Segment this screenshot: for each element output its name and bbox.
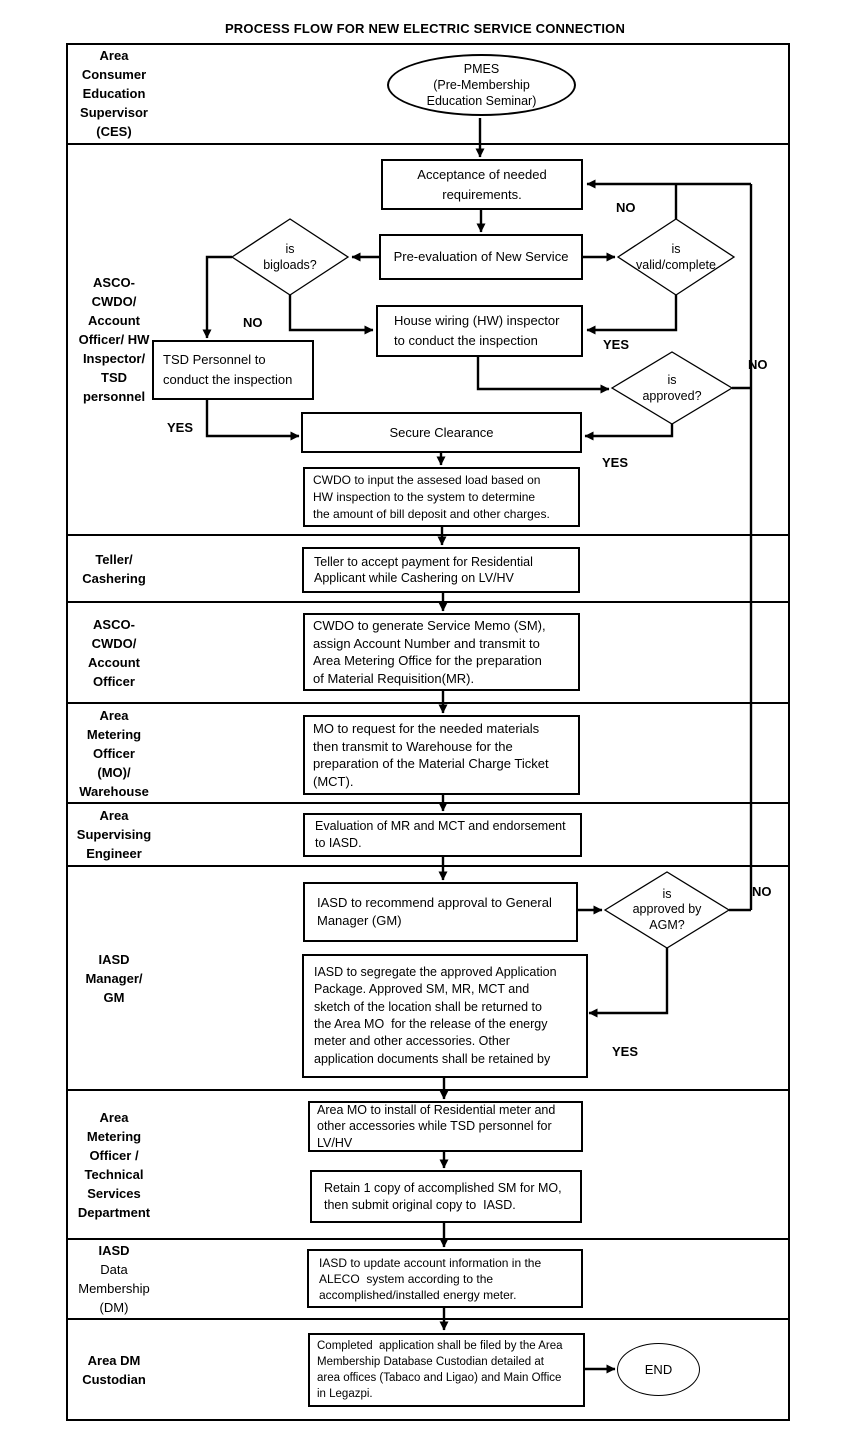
process-teller-accept-payment: Teller to accept payment for Residential…: [302, 547, 580, 593]
lane-label-asco-cwdo-account-officer: ASCO- CWDO/ Account Officer: [88, 616, 140, 689]
process-tsd-personnel-inspection: TSD Personnel to conduct the inspection: [152, 340, 314, 400]
lane-divider: [66, 802, 790, 804]
process-iasd-segregate-package: IASD to segregate the approved Applicati…: [302, 954, 588, 1078]
edge-label-approved-yes: YES: [602, 455, 629, 470]
process-pre-evaluation: Pre-evaluation of New Service: [379, 234, 583, 280]
lane-area-dm-custodian: Area DM Custodian: [66, 1319, 790, 1421]
terminator-end: END: [617, 1343, 700, 1396]
lane-label-teller-cashering: Teller/ Cashering: [82, 551, 146, 586]
lane-label-iasd-bold: IASD: [98, 1243, 130, 1258]
process-completed-application-filed: Completed application shall be filed by …: [308, 1333, 585, 1407]
lane-ces: Area Consumer Education Supervisor (CES): [66, 43, 790, 144]
edge-label-agm-no: NO: [752, 884, 772, 899]
edge-label-approved-no: NO: [748, 357, 768, 372]
edge-label-tsd-yes: YES: [167, 420, 194, 435]
page-title: PROCESS FLOW FOR NEW ELECTRIC SERVICE CO…: [224, 21, 626, 36]
process-area-mo-install-meter: Area MO to install of Residential meter …: [308, 1101, 583, 1152]
process-cwdo-input-assessed-load: CWDO to input the assesed load based on …: [303, 467, 580, 527]
lane-divider: [66, 534, 790, 536]
lane-area-supervising-engineer: Area Supervising Engineer: [66, 803, 790, 866]
lane-area-metering-tsd: Area Metering Officer / Technical Servic…: [66, 1090, 790, 1239]
edge-label-agm-yes: YES: [612, 1044, 639, 1059]
process-retain-copy-sm: Retain 1 copy of accomplished SM for MO,…: [310, 1170, 582, 1223]
lane-iasd-data-membership: IASD Data Membership (DM): [66, 1239, 790, 1319]
process-iasd-update-account: IASD to update account information in th…: [307, 1249, 583, 1308]
edge-label-bigloads-no: NO: [243, 315, 263, 330]
lane-label-area-metering-tsd: Area Metering Officer / Technical Servic…: [77, 1109, 151, 1220]
lane-asco-cwdo-inspector: ASCO- CWDO/ Account Officer/ HW Inspecto…: [66, 144, 790, 535]
process-evaluation-mr-mct: Evaluation of MR and MCT and endorsement…: [303, 813, 582, 857]
lane-asco-cwdo-account-officer: ASCO- CWDO/ Account Officer: [66, 602, 790, 703]
decision-is-approved-by-agm-label: is approved by AGM?: [632, 886, 702, 932]
lane-divider: [66, 865, 790, 867]
lane-teller-cashering: Teller/ Cashering: [66, 535, 790, 602]
lane-label-iasd-manager-gm: IASD Manager/ GM: [85, 951, 143, 1005]
swimlane-table-border: [66, 43, 790, 1421]
edge-label-valid-yes: YES: [603, 337, 630, 352]
process-secure-clearance: Secure Clearance: [301, 412, 582, 453]
terminator-pmes: PMES (Pre-Membership Education Seminar): [387, 54, 576, 116]
lane-label-area-dm-custodian: Area DM Custodian: [82, 1353, 146, 1387]
process-house-wiring-inspection: House wiring (HW) inspector to conduct t…: [376, 305, 583, 357]
lane-label-ces: Area Consumer Education Supervisor (CES): [80, 48, 148, 139]
lane-label-asco-cwdo-inspector: ASCO- CWDO/ Account Officer/ HW Inspecto…: [78, 275, 150, 404]
lane-divider: [66, 1238, 790, 1240]
process-iasd-recommend-approval: IASD to recommend approval to General Ma…: [303, 882, 578, 942]
lane-area-metering-warehouse: Area Metering Officer (MO)/ Warehouse: [66, 703, 790, 803]
lane-label-data-membership: Data Membership (DM): [78, 1262, 150, 1315]
lane-label-area-supervising-engineer: Area Supervising Engineer: [76, 808, 152, 861]
decision-is-valid-complete-label: is valid/complete: [636, 242, 716, 272]
lane-label-area-metering-warehouse: Area Metering Officer (MO)/ Warehouse: [79, 707, 149, 799]
edge-label-valid-no: NO: [616, 200, 636, 215]
lane-iasd-manager-gm: IASD Manager/ GM: [66, 866, 790, 1090]
lane-divider: [66, 1318, 790, 1320]
lane-divider: [66, 1089, 790, 1091]
lane-divider: [66, 143, 790, 145]
lane-label-iasd-data-membership: IASD Data Membership (DM): [66, 1241, 162, 1317]
lane-divider: [66, 601, 790, 603]
process-mo-request-materials: MO to request for the needed materials t…: [303, 715, 580, 795]
decision-is-bigloads-label: is bigloads?: [263, 242, 317, 272]
process-cwdo-generate-service-memo: CWDO to generate Service Memo (SM), assi…: [303, 613, 580, 691]
decision-is-approved-label: is approved?: [642, 373, 702, 403]
lane-divider: [66, 702, 790, 704]
process-acceptance-of-requirements: Acceptance of needed requirements.: [381, 159, 583, 210]
